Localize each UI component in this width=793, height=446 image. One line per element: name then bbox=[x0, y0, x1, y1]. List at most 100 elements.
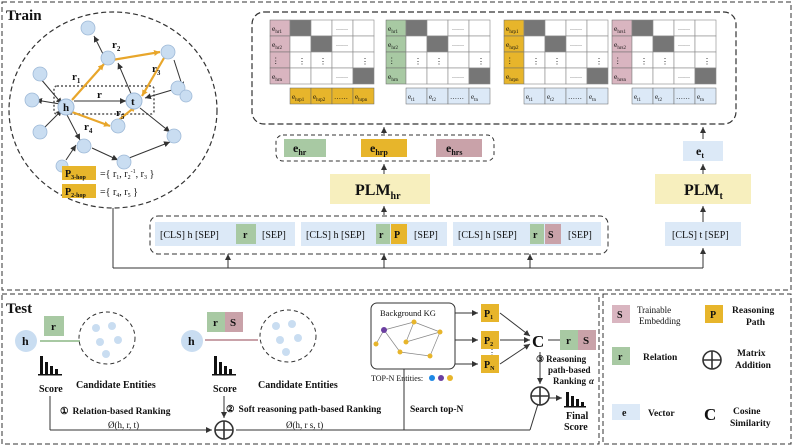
matrix-4-col-2: et2 bbox=[655, 93, 662, 103]
edge-label-r3: r3 bbox=[152, 63, 161, 77]
legend-trainable-icon: S bbox=[617, 310, 623, 321]
legend-path-label-2: Path bbox=[746, 318, 766, 328]
input-hrs-relation: r bbox=[533, 230, 538, 241]
matrix-3-col-4: etn bbox=[589, 93, 596, 103]
matrix-dots: …… bbox=[678, 42, 690, 48]
test-path-p2: P2 bbox=[484, 336, 493, 348]
hr-embeddings-panel bbox=[275, 134, 495, 162]
matrix-dots: …… bbox=[570, 42, 582, 48]
matrix-4-row-4: ehrsn bbox=[614, 72, 626, 83]
candidates-label-1: Candidate Entities bbox=[76, 380, 156, 391]
test-path-p1: P1 bbox=[484, 309, 493, 321]
matrix-1-col-3: …… bbox=[334, 93, 348, 101]
graph-node-t: t bbox=[131, 96, 135, 108]
legend-matrix-label-2: Addition bbox=[735, 361, 772, 371]
test-soft-2: S bbox=[230, 317, 236, 329]
matrix-1-row-3: ⋮ bbox=[272, 56, 280, 65]
matrix-vdots: ⋮ bbox=[595, 57, 603, 66]
matrix-vdots: ⋮ bbox=[553, 57, 561, 66]
legend-cosine-label-2: Similarity bbox=[730, 419, 771, 429]
matrix-3-col-3: …… bbox=[568, 93, 582, 101]
ranking-1-formula: Ø(h, r, t) bbox=[108, 420, 139, 430]
plm-t-label: PLMt bbox=[684, 182, 724, 202]
test-h-node-2: h bbox=[188, 334, 195, 348]
legend-relation-label: Relation bbox=[643, 353, 678, 363]
matrix-vdots: ⋮ bbox=[532, 57, 540, 66]
matrix-dots: …… bbox=[570, 26, 582, 32]
matrix-dots: …… bbox=[678, 74, 690, 80]
embedding-et: et bbox=[696, 144, 704, 160]
matrix-vdots: ⋮ bbox=[477, 57, 485, 66]
edge-label-r4: r4 bbox=[84, 121, 93, 135]
matrix-vdots: ⋮ bbox=[640, 57, 648, 66]
legend-cosine-icon: C bbox=[704, 405, 716, 424]
input-hr-end: [SEP] bbox=[262, 230, 286, 241]
matrix-3-row-2: ehrp2 bbox=[506, 40, 519, 51]
input-hrs-text: [CLS] h [SEP] bbox=[458, 230, 517, 241]
topn-label: TOP-N Entities: bbox=[371, 374, 423, 383]
matrices-panel bbox=[251, 11, 737, 125]
train-title: Train bbox=[6, 8, 42, 24]
final-score-bar-icon bbox=[564, 392, 586, 408]
path-2hop-tag: P2-hop bbox=[65, 187, 86, 199]
hr-inputs-panel bbox=[149, 215, 609, 255]
test-relation-3: r bbox=[566, 335, 571, 347]
matrix-1-row-2: ehr2 bbox=[272, 40, 283, 51]
final-score-line2: Score bbox=[564, 422, 588, 433]
plm-t-box bbox=[655, 174, 751, 204]
matrix-4-col-4: etn bbox=[697, 93, 704, 103]
matrix-2-row-1: ehr1 bbox=[388, 24, 399, 35]
edge-label-r1: r1 bbox=[72, 71, 81, 85]
test-panel bbox=[1, 293, 600, 445]
edge-label-r: r bbox=[97, 89, 102, 101]
matrix-4-row-2: ehrs2 bbox=[614, 40, 626, 51]
legend-vector-label: Vector bbox=[648, 409, 675, 419]
matrix-dots: …… bbox=[336, 74, 348, 80]
matrix-4-row-1: ehrs1 bbox=[614, 24, 626, 35]
matrix-1-row-4: ehrn bbox=[272, 72, 283, 83]
legend-path-icon: P bbox=[710, 310, 716, 321]
ranking-3-line2: path-based bbox=[548, 365, 591, 375]
graph-node-h: h bbox=[63, 102, 69, 114]
background-kg-box bbox=[370, 302, 456, 370]
test-soft-3: S bbox=[583, 335, 589, 347]
matrix-2-row-4: ehrn bbox=[388, 72, 399, 83]
matrix-3-row-1: ehrp1 bbox=[506, 24, 519, 35]
matrix-4-col-3: …… bbox=[676, 93, 690, 101]
input-hr-relation: r bbox=[243, 230, 248, 241]
input-hr-text: [CLS] h [SEP] bbox=[160, 230, 219, 241]
candidates-label-2: Candidate Entities bbox=[258, 380, 338, 391]
matrix-4-col-1: et1 bbox=[634, 93, 641, 103]
matrix-dots: …… bbox=[452, 74, 464, 80]
score-bar-icon-2 bbox=[212, 356, 236, 376]
legend-vector-icon: e bbox=[622, 408, 627, 419]
legend-matrix-label: Matrix bbox=[737, 349, 766, 359]
matrix-2-col-3: …… bbox=[450, 93, 464, 101]
final-score-line1: Final bbox=[566, 411, 588, 422]
embedding-ehr: ehr bbox=[293, 141, 307, 157]
matrix-vdots: ⋮ bbox=[435, 57, 443, 66]
matrix-dots: …… bbox=[336, 42, 348, 48]
matrix-2-col-1: et1 bbox=[408, 93, 415, 103]
input-hrp-text: [CLS] h [SEP] bbox=[306, 230, 365, 241]
legend-trainable-label-2: Embedding bbox=[639, 316, 681, 326]
score-label-1: Score bbox=[39, 384, 63, 395]
legend-panel bbox=[602, 293, 792, 445]
score-label-2: Score bbox=[213, 384, 237, 395]
matrix-2-col-2: et2 bbox=[429, 93, 436, 103]
legend-path-label: Reasoning bbox=[732, 306, 774, 316]
edge-label-r5: r5 bbox=[116, 107, 125, 121]
matrix-2-row-3: ⋮ bbox=[388, 56, 396, 65]
path-3hop-def: ={ r1, r2-1, r3 } bbox=[100, 169, 154, 181]
matrix-3-row-3: ⋮ bbox=[506, 56, 514, 65]
legend-trainable-label: Trainable bbox=[637, 305, 671, 315]
train-panel bbox=[1, 1, 792, 291]
